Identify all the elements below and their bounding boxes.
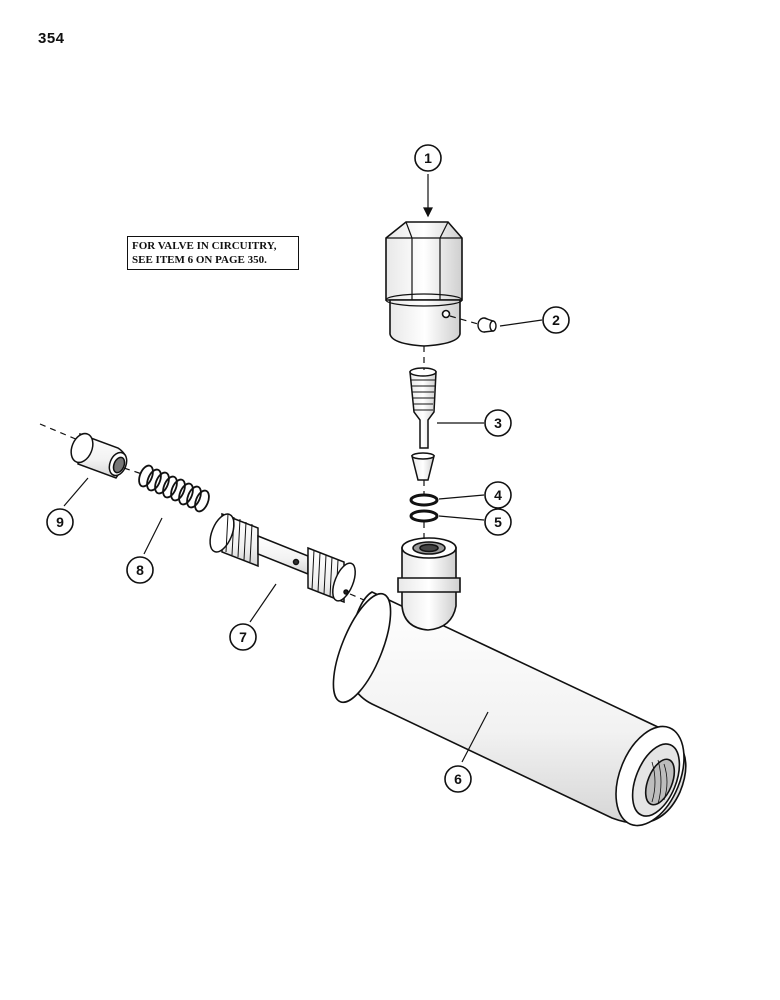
callout-label-1: 1 (424, 150, 432, 166)
note-line-1: FOR VALVE IN CIRCUITRY, (132, 240, 277, 252)
callout-label-5: 5 (494, 514, 502, 530)
valve-body-part (332, 537, 687, 827)
page-number: 354 (38, 30, 65, 47)
o-ring-part-5 (409, 509, 439, 523)
callout-label-3: 3 (494, 415, 502, 431)
callout-label-4: 4 (494, 487, 502, 503)
hex-cap-part (385, 221, 463, 347)
callout-1: 1 (414, 144, 442, 172)
callout-label-7: 7 (239, 629, 247, 645)
assembly-centerlines (39, 315, 479, 601)
note-line-2: SEE ITEM 6 ON PAGE 350. (132, 254, 267, 266)
callout-5: 5 (484, 508, 512, 536)
callout-3: 3 (484, 409, 512, 437)
spring-part (138, 464, 210, 513)
plug-part (70, 432, 128, 479)
callout-7: 7 (229, 623, 257, 651)
callout-6: 6 (444, 765, 472, 793)
spool-part (209, 512, 356, 604)
leader-lines (63, 174, 543, 763)
callout-8: 8 (126, 556, 154, 584)
callout-4: 4 (484, 481, 512, 509)
callout-label-9: 9 (56, 514, 64, 530)
callout-9: 9 (46, 508, 74, 536)
callout-label-8: 8 (136, 562, 144, 578)
set-screw-part (477, 317, 497, 333)
callout-label-2: 2 (552, 312, 560, 328)
callout-label-6: 6 (454, 771, 462, 787)
callout-2: 2 (542, 306, 570, 334)
o-ring-part-4 (409, 493, 439, 507)
needle-poppet-part (409, 367, 437, 481)
reference-note: FOR VALVE IN CIRCUITRY, SEE ITEM 6 ON PA… (127, 236, 299, 270)
